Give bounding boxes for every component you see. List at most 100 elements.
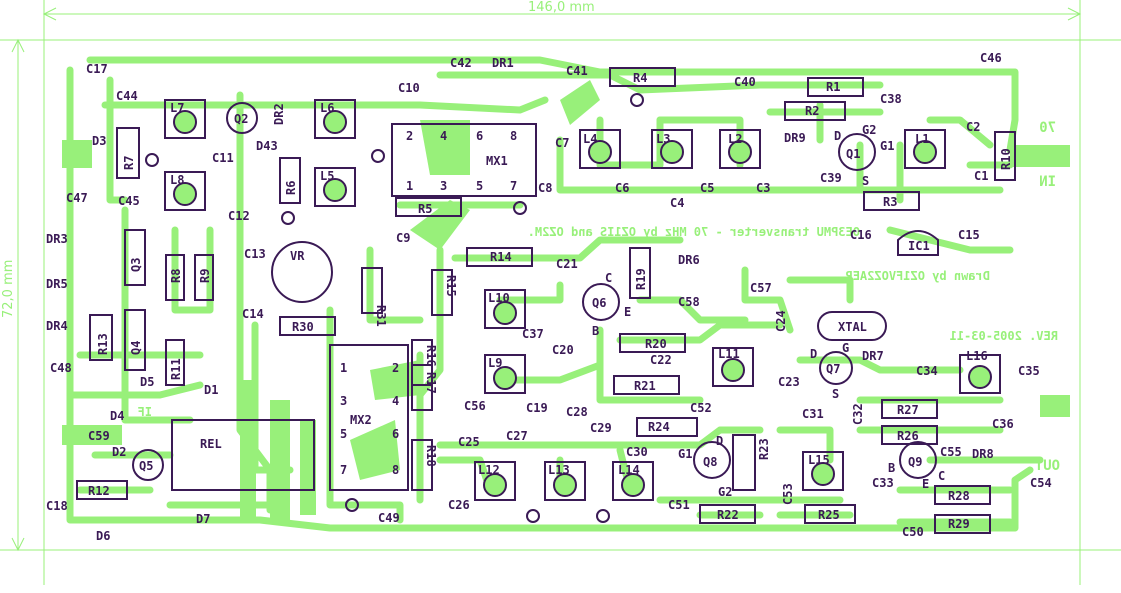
label-d6: D6 [96,529,110,543]
label-r25: R25 [818,508,840,522]
label-mx2: MX2 [350,413,372,427]
label-r26: R26 [897,429,919,443]
label-c16: C16 [850,228,872,242]
label-q7-d: D [810,347,817,361]
label-dr4: DR4 [46,319,68,333]
label-c5: C5 [700,181,714,195]
label-l4: L4 [583,132,597,146]
label-q3: Q3 [129,258,143,272]
label-c53: C53 [781,483,795,505]
label-l15: L15 [808,453,830,467]
label-c3: C3 [756,181,770,195]
label-d5: D5 [140,375,154,389]
label-q6-e: E [624,305,631,319]
mx1-pin-1: 1 [406,179,413,193]
label-q6-c: C [605,271,612,285]
label-q9-c: C [938,469,945,483]
label-xtal: XTAL [838,320,867,334]
label-q8-g1: G1 [678,447,692,461]
label-c45: C45 [118,194,140,208]
label-r21: R21 [634,379,656,393]
label-q1: Q1 [846,147,860,161]
label-r2: R2 [805,104,819,118]
mx1-pin-3: 3 [440,179,447,193]
label-r3: R3 [883,195,897,209]
label-c57: C57 [750,281,772,295]
width-dimension-label: 146,0 mm [528,0,595,15]
label-c42: C42 [450,56,472,70]
label-c55: C55 [940,445,962,459]
silk-drawn-by: Drawn by OZ1FVOZ2AEP [846,269,991,283]
label-c41: C41 [566,64,588,78]
label-d: D [834,129,841,143]
label-c26: C26 [448,498,470,512]
label-c34: C34 [916,364,938,378]
label-d3: D3 [92,134,106,148]
label-c20: C20 [552,343,574,357]
label-l6: L6 [320,101,334,115]
label-r7: R7 [122,156,136,170]
label-c47: C47 [66,191,88,205]
label-dr2: DR2 [272,103,286,125]
label-c58: C58 [678,295,700,309]
mx2-pin-2: 2 [392,361,399,375]
label-c11: C11 [212,151,234,165]
label-r22: R22 [717,508,739,522]
label-q5: Q5 [139,459,153,473]
label-r16: R16 [424,345,438,367]
label-l5: L5 [320,169,334,183]
inductor-cores [173,110,992,497]
mx1-pin-7: 7 [510,179,517,193]
label-l9: L9 [488,356,502,370]
label-l2: L2 [728,132,742,146]
label-r13: R13 [96,333,110,355]
label-c59: C59 [88,429,110,443]
label-ic1: IC1 [908,239,930,253]
label-l12: L12 [478,463,500,477]
copper-pours [62,80,1070,520]
label-dr5: DR5 [46,277,68,291]
label-l14: L14 [618,463,640,477]
label-c24: C24 [774,310,788,332]
label-d2: D2 [112,445,126,459]
label-c35: C35 [1018,364,1040,378]
silk-revision: REV. 2005-03-11 [950,329,1058,343]
label-r12: R12 [88,484,110,498]
label-g1: G1 [880,139,894,153]
label-dr1: DR1 [492,56,514,70]
label-c18: C18 [46,499,68,513]
label-c7: C7 [555,136,569,150]
label-r24: R24 [648,420,670,434]
label-q8-d: D [716,434,723,448]
port-out: OUT [1035,458,1060,474]
label-l10: L10 [488,291,510,305]
label-r19: R19 [634,268,648,290]
label-c17: C17 [86,62,108,76]
label-c52: C52 [690,401,712,415]
label-c37: C37 [522,327,544,341]
label-c15: C15 [958,228,980,242]
label-c1: C1 [974,169,988,183]
height-dimension-label: 72,0 mm [1,260,16,318]
label-dr8: DR8 [972,447,994,461]
component-labels: C17 C44 D3 R7 C47 C45 DR3 DR5 DR4 R13 Q3… [46,51,1052,543]
label-r28: R28 [948,489,970,503]
label-c50: C50 [902,525,924,539]
label-l7: L7 [170,101,184,115]
label-q8: Q8 [703,455,717,469]
label-c25: C25 [458,435,480,449]
port-if: IF [138,405,152,419]
label-rel: REL [200,437,222,451]
label-r23: R23 [757,438,771,460]
label-r5: R5 [418,202,432,216]
mx1-pin-8: 8 [510,129,517,143]
label-c54: C54 [1030,476,1052,490]
label-q6: Q6 [592,296,606,310]
label-c32: C32 [851,403,865,425]
label-l16: L16 [966,349,988,363]
label-l13: L13 [548,463,570,477]
port-in: IN [1039,174,1056,190]
label-r20: R20 [645,337,667,351]
label-c23: C23 [778,375,800,389]
